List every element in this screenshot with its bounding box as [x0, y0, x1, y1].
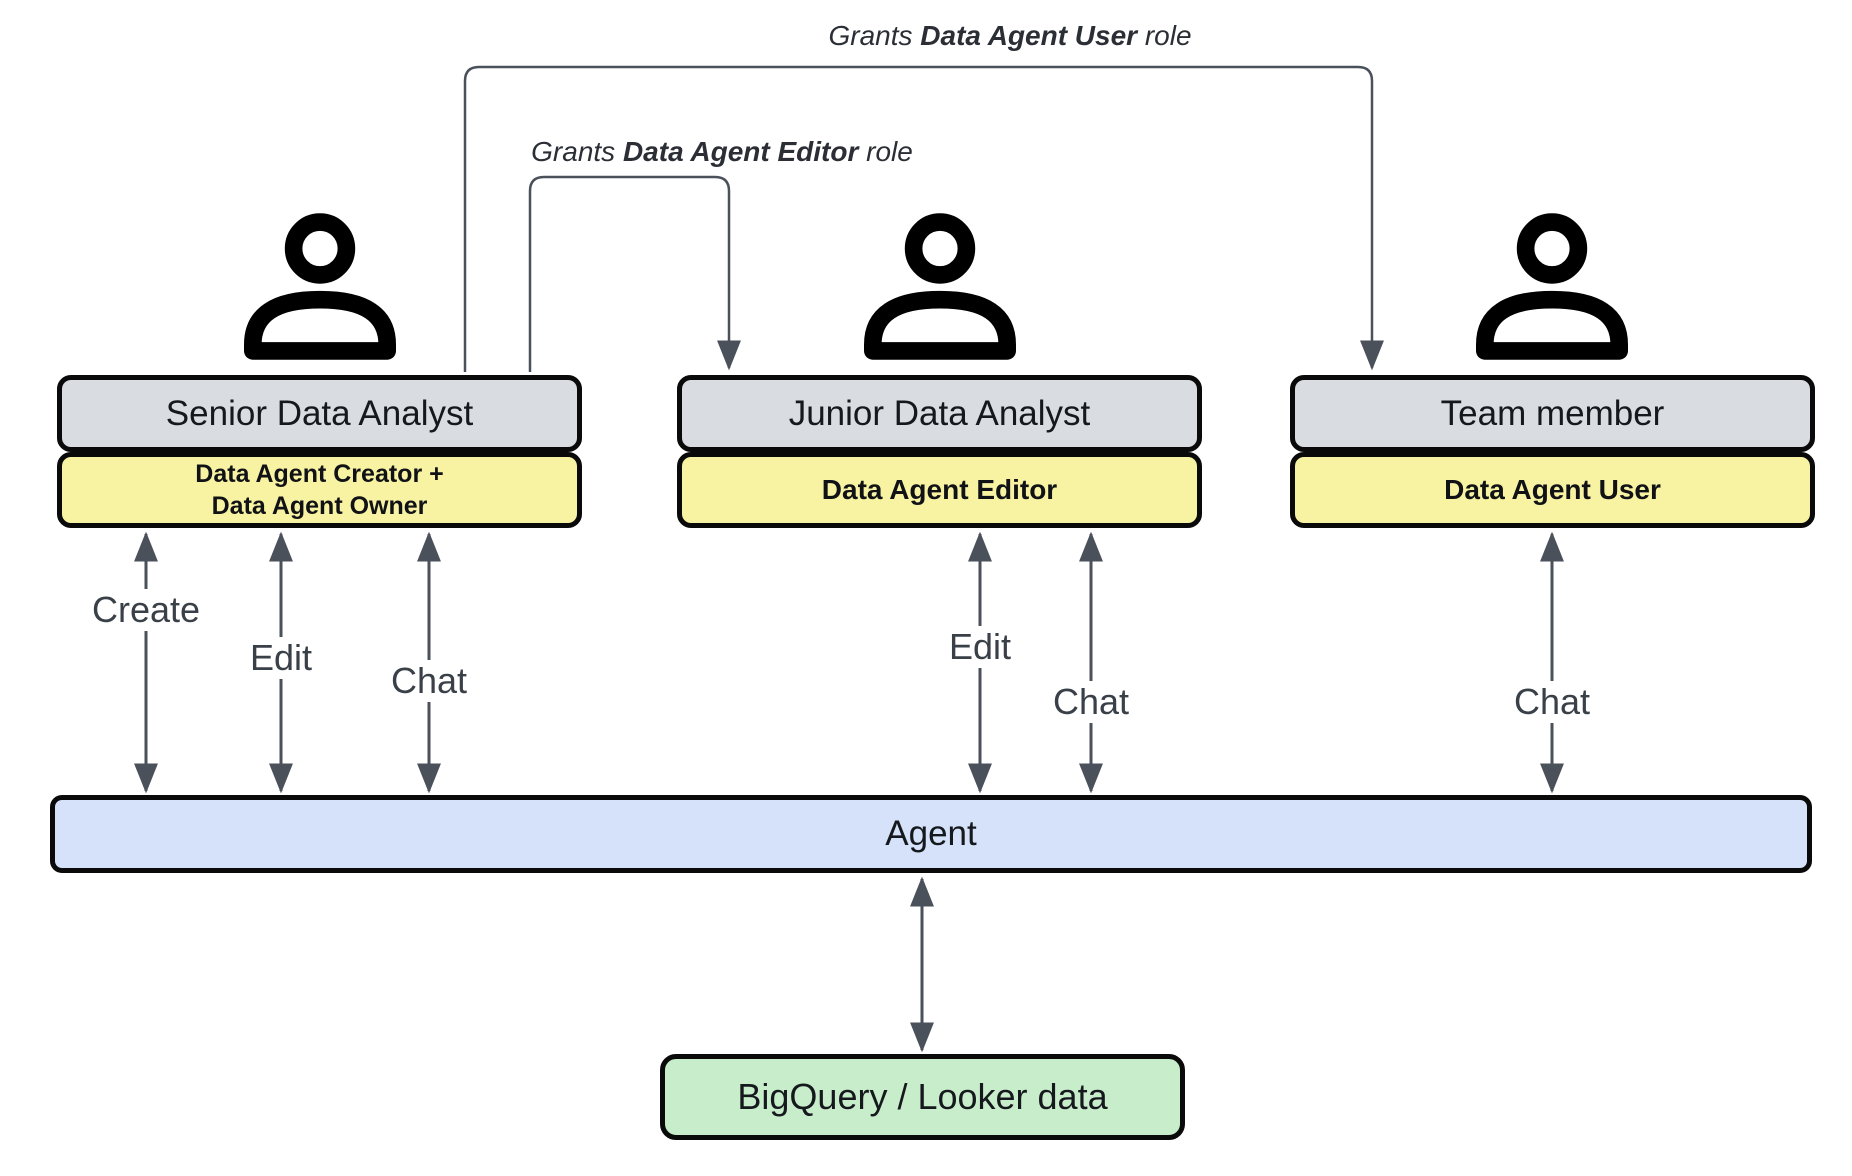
person-icon-senior [244, 213, 397, 360]
junior-analyst-title-box: Junior Data Analyst [677, 375, 1202, 452]
team-member-title: Team member [1440, 393, 1665, 433]
senior-role-line1: Data Agent Creator + [195, 460, 444, 488]
junior-analyst-role: Data Agent Editor [821, 474, 1058, 505]
chat-label-senior: Chat [383, 660, 475, 702]
chat-label-team: Chat [1506, 681, 1598, 723]
grants-user-role-name: Data Agent User [920, 20, 1138, 51]
edit-label-senior: Edit [242, 637, 320, 679]
person-icon-team [1476, 213, 1628, 360]
grants-editor-prefix: Grants [531, 136, 623, 167]
grants-editor-suffix: role [858, 136, 913, 167]
grants-user-connector [463, 65, 1384, 372]
grants-user-prefix: Grants [828, 20, 921, 51]
senior-role-line2: Data Agent Owner [211, 492, 428, 520]
create-label: Create [84, 589, 208, 631]
person-icon-junior [864, 213, 1016, 360]
agent-label: Agent [885, 814, 977, 853]
senior-analyst-role: Data Agent Creator + Data Agent Owner [195, 458, 443, 522]
grants-editor-connector [528, 175, 741, 372]
agent-bar: Agent [50, 795, 1812, 873]
grants-editor-label: Grants Data Agent Editor role [531, 136, 913, 168]
team-member-role: Data Agent User [1444, 474, 1661, 505]
bigquery-looker-label: BigQuery / Looker data [737, 1076, 1108, 1117]
grants-user-suffix: role [1137, 20, 1192, 51]
grants-user-label: Grants Data Agent User role [828, 20, 1191, 52]
senior-analyst-title: Senior Data Analyst [165, 393, 474, 433]
chat-label-junior: Chat [1045, 681, 1137, 723]
senior-analyst-role-box: Data Agent Creator + Data Agent Owner [57, 452, 582, 528]
junior-analyst-role-box: Data Agent Editor [677, 452, 1202, 528]
grants-editor-role-name: Data Agent Editor [622, 136, 859, 167]
junior-analyst-title: Junior Data Analyst [788, 393, 1091, 433]
team-member-role-box: Data Agent User [1290, 452, 1815, 528]
team-member-title-box: Team member [1290, 375, 1815, 452]
senior-analyst-title-box: Senior Data Analyst [57, 375, 582, 452]
edit-label-junior: Edit [941, 626, 1019, 668]
bigquery-looker-box: BigQuery / Looker data [660, 1054, 1185, 1140]
